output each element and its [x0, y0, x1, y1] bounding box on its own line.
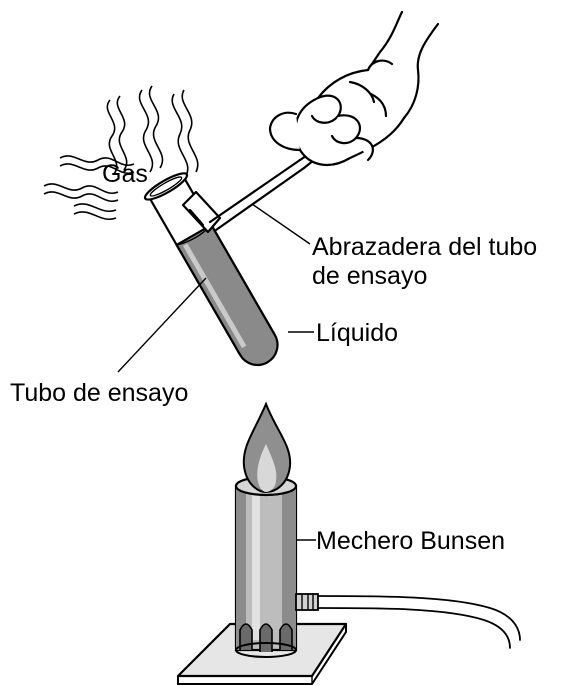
gas-nozzle: [295, 593, 319, 611]
clamp-icon: [181, 150, 316, 234]
gas-vapor-icon: [43, 85, 199, 221]
gas-hose-icon: [317, 595, 521, 649]
bunsen-burner-icon: [176, 475, 348, 685]
burner-label: Mechero Bunsen: [316, 527, 505, 555]
clamp-label-line1: Abrazadera del tubo: [312, 233, 537, 261]
hand-icon: [268, 10, 440, 167]
clamp-leader: [251, 203, 311, 245]
leader-lines: [117, 203, 316, 541]
tube-leader: [117, 277, 207, 373]
gas-label: Gas: [102, 160, 148, 188]
flame-icon: [242, 401, 292, 494]
clamp-label-line2: de ensayo: [312, 262, 427, 290]
test-tube-icon: [143, 172, 279, 367]
liquid-label: Líquido: [316, 319, 398, 347]
test-tube-label: Tubo de ensayo: [10, 379, 188, 407]
liquid-fill: [175, 223, 279, 367]
